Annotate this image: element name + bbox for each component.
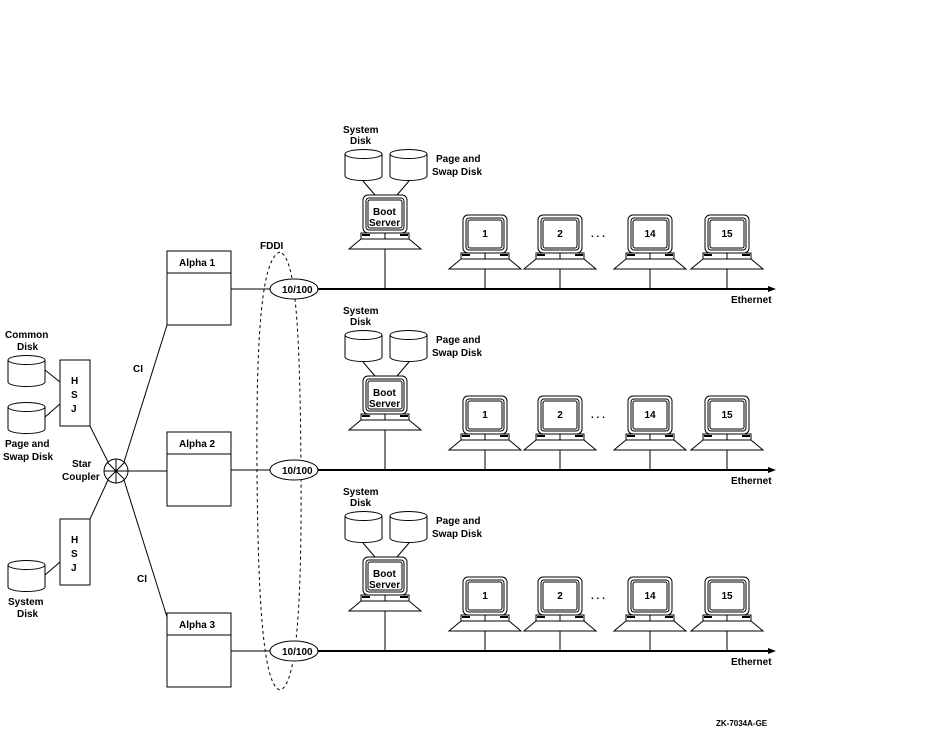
alpha-label: Alpha 1 — [179, 258, 216, 269]
shared-system-disk — [7, 560, 61, 592]
fddi-label: FDDI — [260, 241, 284, 252]
boot-server-label-2: Server — [369, 218, 400, 229]
workstation-number: 2 — [557, 591, 563, 602]
workstation-15: 15 — [690, 395, 764, 470]
ci-label-top: CI — [133, 364, 143, 375]
svg-text:H: H — [71, 376, 78, 387]
ellipsis: . . . — [591, 410, 605, 421]
common-disk-label-1: Common — [5, 330, 48, 341]
system-disk-label-2: Disk — [350, 317, 372, 328]
workstation-14: 14 — [613, 395, 687, 470]
alpha-system-3: Alpha 3 — [166, 612, 232, 688]
page-disk-label-2: Swap Disk — [432, 167, 482, 178]
workstation-number: 15 — [721, 591, 733, 602]
workstation-number: 14 — [644, 410, 656, 421]
alpha-label: Alpha 2 — [179, 439, 216, 450]
boot-server-label-2: Server — [369, 399, 400, 410]
ci-label-bottom: CI — [137, 574, 147, 585]
star-coupler — [103, 458, 129, 484]
svg-text:S: S — [71, 549, 78, 560]
system-disk — [344, 149, 383, 181]
shared-page-disk-label-1: Page and — [5, 439, 49, 450]
alpha-system-2: Alpha 2 — [166, 431, 232, 507]
svg-text:H: H — [71, 535, 78, 546]
page-disk-label-2: Swap Disk — [432, 348, 482, 359]
hsj-controller-bottom: H S J — [59, 518, 91, 586]
workstation-15: 15 — [690, 214, 764, 289]
svg-text:S: S — [71, 390, 78, 401]
shared-page-disk-label-2: Swap Disk — [3, 452, 53, 463]
workstation-number: 14 — [644, 229, 656, 240]
workstation-number: 2 — [557, 410, 563, 421]
boot-server-label-1: Boot — [373, 388, 396, 399]
ethernet-label: Ethernet — [731, 657, 772, 668]
link-speed-label: 10/100 — [282, 285, 313, 296]
page-disk-label-1: Page and — [436, 154, 480, 165]
system-disk-label-1: System — [343, 125, 379, 136]
workstation-number: 2 — [557, 229, 563, 240]
common-disk-label-2: Disk — [17, 342, 39, 353]
arrow-right-icon — [768, 286, 776, 292]
workstation-number: 1 — [482, 229, 488, 240]
svg-text:J: J — [71, 404, 77, 415]
ethernet-label: Ethernet — [731, 476, 772, 487]
page-disk-label-2: Swap Disk — [432, 529, 482, 540]
page-swap-disk — [389, 330, 428, 362]
system-disk-label-2: Disk — [350, 498, 372, 509]
alpha-system-1: Alpha 1 — [166, 250, 232, 326]
page-swap-disk — [389, 149, 428, 181]
ethernet-label: Ethernet — [731, 295, 772, 306]
arrow-right-icon — [768, 648, 776, 654]
boot-server-label-1: Boot — [373, 569, 396, 580]
workstation-1: 1 — [448, 576, 522, 651]
system-disk-label-2: Disk — [350, 136, 372, 147]
fddi-ring — [256, 251, 302, 691]
workstation-14: 14 — [613, 576, 687, 651]
ellipsis: . . . — [591, 229, 605, 240]
workstation-1: 1 — [448, 214, 522, 289]
hsj-controller-top: H S J — [59, 359, 91, 427]
system-disk — [344, 330, 383, 362]
system-disk — [344, 511, 383, 543]
workstation-2: 2 — [523, 576, 597, 651]
link-speed-label: 10/100 — [282, 647, 313, 658]
workstation-15: 15 — [690, 576, 764, 651]
system-disk-label-1: System — [343, 487, 379, 498]
ci-link-alpha-3 — [123, 479, 168, 618]
star-coupler-label-1: Star — [72, 459, 92, 470]
figure-id: ZK-7034A-GE — [716, 719, 768, 728]
shared-page-swap-disk — [7, 402, 61, 434]
alpha-label: Alpha 3 — [179, 620, 216, 631]
workstation-2: 2 — [523, 395, 597, 470]
svg-text:J: J — [71, 563, 77, 574]
page-disk-label-1: Page and — [436, 516, 480, 527]
ellipsis: . . . — [591, 591, 605, 602]
page-swap-disk — [389, 511, 428, 543]
boot-server-label-2: Server — [369, 580, 400, 591]
page-disk-label-1: Page and — [436, 335, 480, 346]
workstation-number: 15 — [721, 229, 733, 240]
workstation-1: 1 — [448, 395, 522, 470]
boot-server-label-1: Boot — [373, 207, 396, 218]
workstation-14: 14 — [613, 214, 687, 289]
workstation-number: 14 — [644, 591, 656, 602]
workstation-number: 1 — [482, 591, 488, 602]
shared-system-disk-label-2: Disk — [17, 609, 39, 620]
workstation-number: 15 — [721, 410, 733, 421]
ci-link-alpha-1 — [123, 324, 168, 463]
workstation-2: 2 — [523, 214, 597, 289]
shared-system-disk-label-1: System — [8, 597, 44, 608]
workstation-number: 1 — [482, 410, 488, 421]
link-speed-label: 10/100 — [282, 466, 313, 477]
common-disk — [7, 355, 61, 387]
arrow-right-icon — [768, 467, 776, 473]
star-coupler-label-2: Coupler — [62, 472, 100, 483]
system-disk-label-1: System — [343, 306, 379, 317]
